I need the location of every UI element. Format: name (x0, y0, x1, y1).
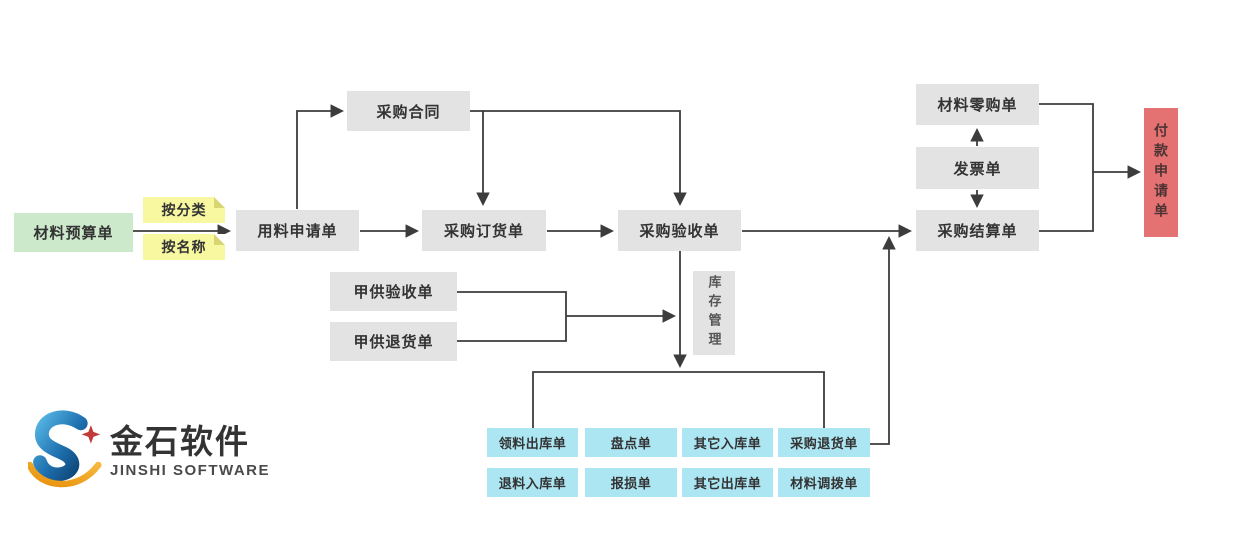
node-material-issue-doc: 领料出库单 (487, 428, 578, 457)
arrow-request-to-contract (296, 104, 345, 209)
node-material-retail-purchase: 材料零购单 (916, 84, 1039, 125)
arrow-return-up-to-settlement-line (870, 235, 896, 445)
node-invoice: 发票单 (916, 147, 1039, 189)
jinshi-logo: 金石软件 JINSHI SOFTWARE (28, 408, 270, 496)
node-material-transfer-doc: 材料调拨单 (778, 468, 870, 497)
node-purchase-acceptance: 采购验收单 (618, 210, 741, 251)
line-supplied-join (457, 291, 567, 342)
logo-name-en: JINSHI SOFTWARE (110, 462, 271, 480)
node-other-inbound-doc: 其它入库单 (682, 428, 773, 457)
logo-text: 金石软件 JINSHI SOFTWARE (110, 422, 271, 480)
node-owner-supplied-return: 甲供退货单 (330, 322, 457, 361)
node-purchase-settlement: 采购结算单 (916, 210, 1039, 251)
node-material-return-inbound-doc: 退料入库单 (487, 468, 578, 497)
node-purchase-order: 采购订货单 (422, 210, 546, 251)
node-inventory-management: 库存管理 (693, 271, 735, 355)
jinshi-logo-icon (28, 410, 102, 488)
node-material-budget: 材料预算单 (14, 213, 133, 252)
node-purchase-contract: 采购合同 (347, 91, 470, 131)
node-stocktake-doc: 盘点单 (585, 428, 677, 457)
node-payment-request: 付款申请单 (1144, 108, 1178, 237)
arrow-contract-to-acceptance (483, 110, 687, 207)
note-by-name: 按名称 (143, 234, 225, 260)
logo-diamond-star (81, 425, 101, 444)
node-damage-report-doc: 报损单 (585, 468, 677, 497)
line-settlement-to-merge (1039, 172, 1094, 232)
logo-name-cn: 金石软件 (110, 422, 250, 460)
node-material-request: 用料申请单 (236, 210, 359, 251)
logo-swoosh (28, 461, 102, 488)
arrow-contract-to-order (470, 110, 490, 207)
arrow-merge-to-payment (1039, 103, 1142, 179)
logo-s-shape (33, 410, 88, 482)
note-by-category: 按分类 (143, 197, 225, 223)
node-other-outbound-doc: 其它出库单 (682, 468, 773, 497)
node-owner-supplied-acceptance: 甲供验收单 (330, 272, 457, 311)
line-warehouse-bracket (532, 371, 825, 428)
node-purchase-return-doc: 采购退货单 (778, 428, 870, 457)
